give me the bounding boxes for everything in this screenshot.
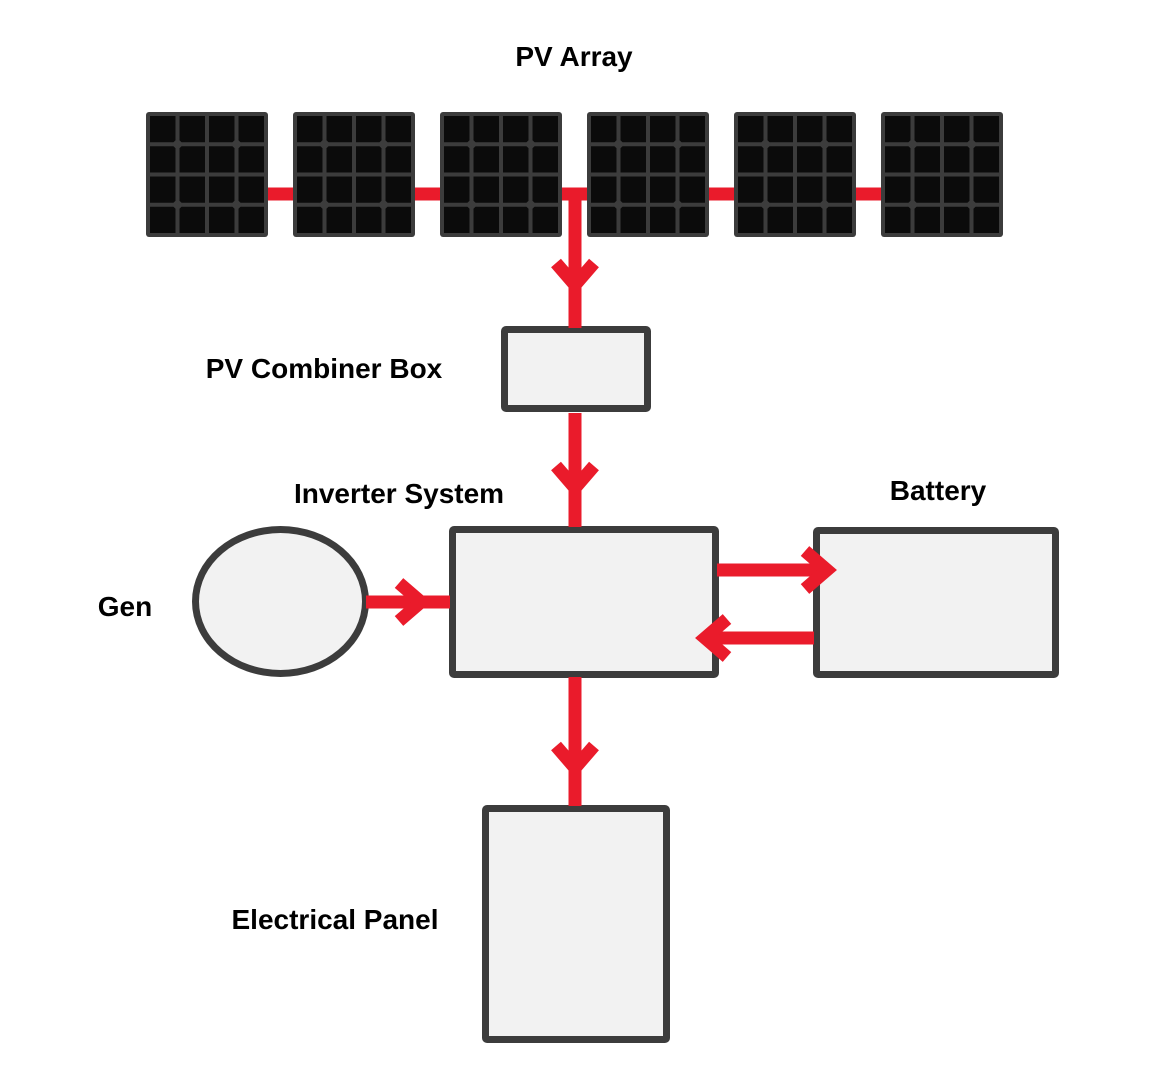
solar-panel-icon bbox=[881, 112, 1003, 237]
solar-panel-icon bbox=[440, 112, 562, 237]
node-gen-generator-circle bbox=[192, 526, 369, 677]
node-inverter-system bbox=[449, 526, 719, 678]
label-electrical-panel: Electrical Panel bbox=[231, 904, 439, 935]
arrowhead-right-icon bbox=[394, 578, 431, 626]
arrowhead-down-icon bbox=[551, 461, 599, 498]
label-pv-combiner-box: PV Combiner Box bbox=[205, 353, 443, 384]
node-pv-combiner-box bbox=[501, 326, 651, 412]
arrowhead-down-icon bbox=[551, 258, 599, 295]
label-pv-array: PV Array bbox=[515, 41, 633, 72]
solar-panel-icon bbox=[146, 112, 268, 237]
label-battery: Battery bbox=[889, 475, 987, 506]
arrowhead-down-icon bbox=[551, 741, 599, 778]
node-battery bbox=[813, 527, 1059, 678]
label-gen: Gen bbox=[97, 591, 153, 622]
node-electrical-panel bbox=[482, 805, 670, 1043]
solar-panel-icon bbox=[587, 112, 709, 237]
label-inverter-system: Inverter System bbox=[293, 478, 505, 509]
solar-panel-icon bbox=[734, 112, 856, 237]
pv-array-panels bbox=[146, 112, 1003, 237]
solar-panel-icon bbox=[293, 112, 415, 237]
